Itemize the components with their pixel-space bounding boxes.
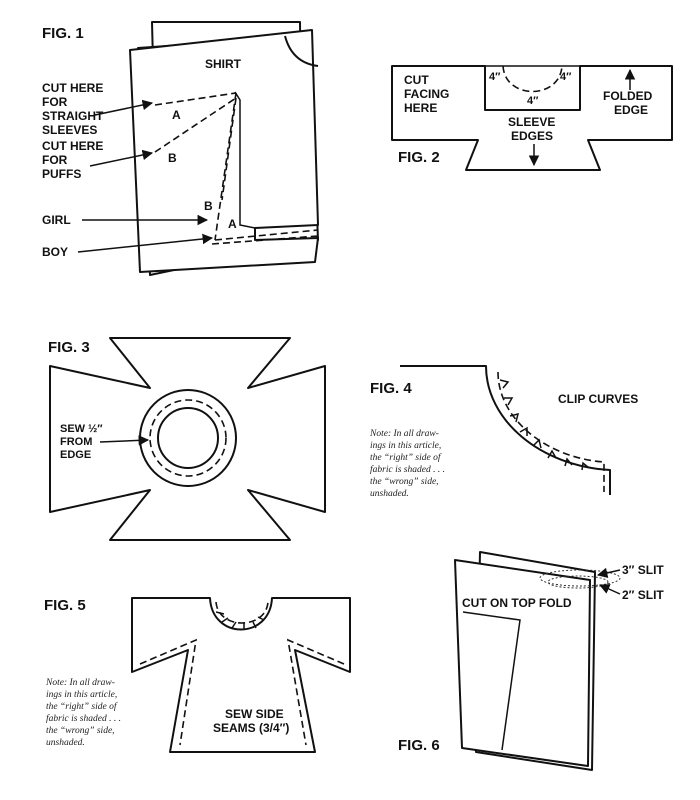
fig5-note-line6: unshaded. — [46, 738, 85, 748]
fig4-note-line1: Note: In all draw- — [369, 429, 439, 439]
cut-straight-line3: STRAIGHT — [42, 109, 104, 123]
cut-straight-line4: SLEEVES — [42, 123, 97, 137]
dim-left: 4″ — [489, 71, 501, 83]
fig1-mark-b-left: B — [168, 151, 177, 165]
slit3-label: 3″ SLIT — [622, 563, 664, 577]
fig3-title: FIG. 3 — [48, 339, 90, 356]
fig5-note-line4: fabric is shaded . . . — [46, 713, 121, 724]
fig4-note-line3: the “right” side of — [370, 452, 442, 463]
boy-length-line — [214, 229, 319, 241]
sew-circle — [149, 399, 227, 477]
neck-hole — [157, 407, 219, 469]
cut-facing-line2: FACING — [404, 87, 449, 101]
slit-2-outline — [547, 575, 609, 589]
arrow-boy — [77, 233, 214, 253]
fig5-note-line5: the “wrong” side, — [46, 726, 115, 736]
dim-right: 4″ — [560, 71, 572, 83]
cut-facing-line3: HERE — [404, 101, 437, 115]
arrow-straight — [94, 99, 154, 116]
arrow-slit3 — [596, 567, 621, 579]
left-side-seam — [139, 638, 198, 746]
cut-top-fold-label: CUT ON TOP FOLD — [462, 596, 572, 610]
fig1: FIG. 1 A B B A SHIRT CUT HERE FOR STRAIG… — [42, 21, 319, 276]
sleeve-edges-line2: EDGES — [511, 129, 553, 143]
curve-outline — [400, 365, 611, 495]
boy-label: BOY — [42, 245, 68, 259]
neckline-curve — [284, 35, 319, 67]
fig6-title: FIG. 6 — [398, 737, 440, 754]
straight-sleeve-cut-line — [154, 92, 237, 241]
neck-seam — [215, 601, 269, 624]
fig5: FIG. 5 SEW SIDE SEAMS (3/4″) Note: In al… — [44, 597, 351, 753]
fig5-title: FIG. 5 — [44, 597, 86, 614]
folded-line1: FOLDED — [603, 89, 653, 103]
fig4-note-line6: unshaded. — [370, 489, 409, 499]
fig4-title: FIG. 4 — [370, 380, 412, 397]
fig5-note-line3: the “right” side of — [46, 701, 118, 712]
fold-front-layer — [454, 559, 591, 767]
arrow-puffs — [89, 149, 154, 167]
dim-bottom: 4″ — [527, 95, 539, 107]
fig1-mark-b-bottom: B — [204, 199, 213, 213]
neck-clips — [215, 611, 265, 630]
slit-mark — [549, 573, 577, 579]
fig2-title: FIG. 2 — [398, 149, 440, 166]
cut-puffs-line1: CUT HERE — [42, 139, 103, 153]
fig5-note-line2: ings in this article, — [46, 690, 117, 700]
shirt-body — [131, 597, 351, 753]
clip-notches — [499, 379, 590, 471]
fig1-mark-a-top: A — [172, 108, 181, 122]
sew-line2: FROM — [60, 436, 92, 448]
sleeve-edges-line1: SLEEVE — [508, 115, 555, 129]
slit-3-outline — [539, 569, 621, 587]
fig2: CUT FACING HERE 4″ 4″ 4″ FOLDED EDGE SLE… — [391, 65, 673, 171]
curve-seam — [497, 371, 605, 492]
cut-straight-line2: FOR — [42, 95, 68, 109]
sleeve-fold-line — [462, 611, 521, 751]
shirt-label: SHIRT — [205, 57, 242, 71]
fig4: FIG. 4 CLIP CURVES Note: In all draw- in… — [369, 365, 638, 499]
facing-cut-curve — [502, 65, 563, 93]
cut-puffs-line2: FOR — [42, 153, 68, 167]
folded-line2: EDGE — [614, 103, 648, 117]
arrow-slit2 — [599, 584, 621, 595]
fig4-note-line4: fabric is shaded . . . — [370, 464, 445, 475]
fig6: CUT ON TOP FOLD 3″ SLIT 2″ SLIT FIG. 6 — [398, 551, 664, 771]
girl-label: GIRL — [42, 213, 71, 227]
sew-side-line2: SEAMS (3/4″) — [213, 721, 289, 735]
girl-length-line — [211, 235, 319, 245]
right-side-seam — [286, 638, 345, 746]
slit2-label: 2″ SLIT — [622, 588, 664, 602]
fig1-title: FIG. 1 — [42, 25, 84, 42]
puff-cut-line — [154, 97, 237, 201]
sew-line1: SEW ½″ — [60, 423, 103, 435]
shirt-front-layer — [129, 29, 319, 273]
clip-curves-label: CLIP CURVES — [558, 392, 638, 406]
folded-shirt-piece — [391, 65, 673, 171]
cut-straight-line1: CUT HERE — [42, 81, 103, 95]
fig3: FIG. 3 SEW ½″ FROM EDGE — [48, 337, 326, 541]
fig4-note-line5: the “wrong” side, — [370, 477, 439, 487]
cut-puffs-line3: PUFFS — [42, 167, 81, 181]
fig5-note-line1: Note: In all draw- — [45, 678, 115, 688]
fig1-mark-a-bottom: A — [228, 217, 237, 231]
sew-side-line1: SEW SIDE — [225, 707, 284, 721]
fig4-note-line2: ings in this article, — [370, 441, 441, 451]
sew-line3: EDGE — [60, 449, 91, 461]
arrow-sew — [99, 435, 150, 446]
fold-line — [234, 91, 256, 229]
cut-facing-line1: CUT — [404, 73, 429, 87]
